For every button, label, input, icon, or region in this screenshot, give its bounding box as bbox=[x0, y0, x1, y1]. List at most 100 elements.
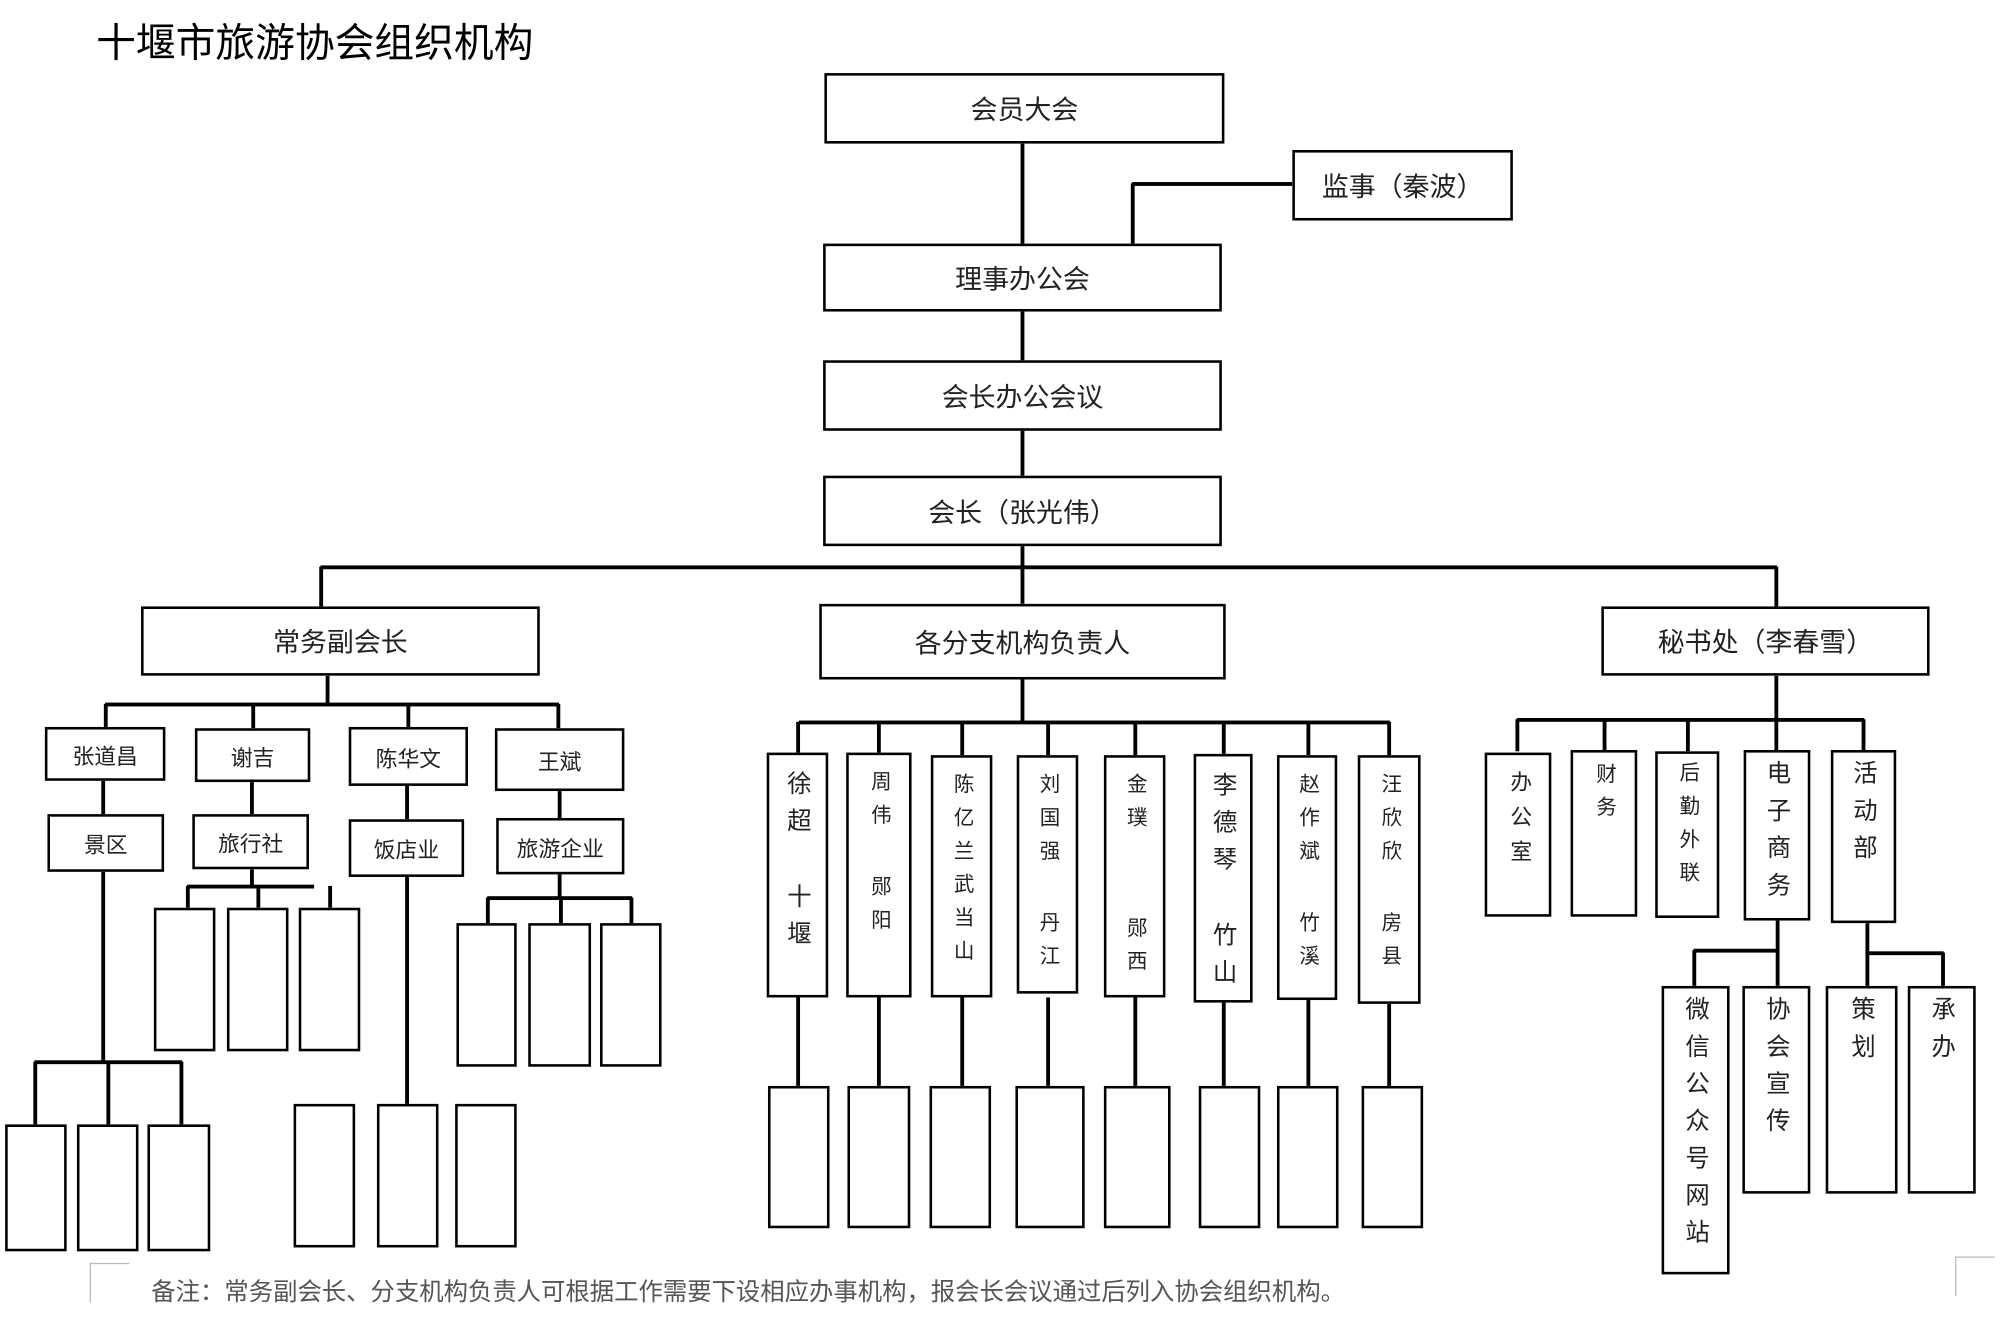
connector-line bbox=[558, 897, 563, 924]
connector-line bbox=[405, 785, 409, 820]
empty-box bbox=[528, 923, 592, 1067]
connector-line bbox=[103, 703, 108, 729]
empty-box bbox=[767, 1085, 830, 1229]
connector-line bbox=[1221, 721, 1226, 756]
connector-line bbox=[1046, 997, 1050, 1086]
branch-area: 竹溪 bbox=[1295, 911, 1320, 979]
empty-box bbox=[376, 1103, 439, 1248]
empty-box bbox=[600, 923, 662, 1067]
connector-line bbox=[325, 675, 329, 704]
empty-box bbox=[456, 923, 517, 1067]
connector-line bbox=[1516, 717, 1865, 722]
box-department: 电子商务 bbox=[1743, 750, 1811, 921]
box-activity-sub: 承办 bbox=[1907, 985, 1976, 1194]
box-branch: 赵作斌竹溪 bbox=[1276, 755, 1338, 1001]
box-member: 谢吉 bbox=[194, 728, 311, 783]
box-department: 活动部 bbox=[1830, 750, 1897, 924]
empty-box bbox=[298, 907, 361, 1052]
empty-box bbox=[1361, 1085, 1424, 1229]
empty-box bbox=[455, 1103, 517, 1248]
connector-line bbox=[187, 884, 315, 888]
connector-line bbox=[1046, 721, 1050, 756]
connector-line bbox=[960, 721, 964, 756]
connector-line bbox=[101, 780, 105, 815]
box-department: 财务 bbox=[1570, 750, 1638, 917]
box-supervisor: 监事（秦波） bbox=[1292, 150, 1513, 221]
empty-box bbox=[153, 907, 216, 1052]
branch-name: 刘国强 bbox=[1035, 773, 1061, 874]
box-branch: 周伟郧阳 bbox=[846, 752, 912, 998]
empty-box bbox=[5, 1124, 67, 1252]
box-sector: 旅行社 bbox=[192, 814, 309, 870]
department-label: 办公室 bbox=[1505, 770, 1531, 875]
chart-title: 十堰市旅游协会组织机构 bbox=[96, 20, 534, 67]
connector-line bbox=[1306, 721, 1310, 756]
branch-area: 武当山 bbox=[950, 873, 975, 974]
connector-line bbox=[251, 703, 255, 729]
connector-line bbox=[876, 721, 881, 756]
connector-line bbox=[556, 703, 560, 729]
empty-box bbox=[847, 1085, 911, 1229]
branch-name: 金璞 bbox=[1123, 773, 1148, 840]
page-corner-mark bbox=[1955, 1256, 1995, 1297]
branch-name: 李德琴 bbox=[1209, 771, 1238, 884]
branch-name: 徐超 bbox=[783, 770, 812, 845]
connector-line bbox=[629, 897, 633, 924]
connector-line bbox=[33, 1061, 37, 1125]
connector-line bbox=[185, 885, 190, 908]
connector-line bbox=[1132, 182, 1293, 186]
connector-line bbox=[1221, 997, 1226, 1086]
connector-line bbox=[557, 791, 561, 818]
branch-area: 竹山 bbox=[1209, 921, 1238, 997]
branch-area: 房县 bbox=[1377, 911, 1402, 979]
empty-box bbox=[226, 907, 289, 1052]
page-corner-mark bbox=[89, 1262, 130, 1303]
connector-line bbox=[328, 885, 332, 908]
connector-line bbox=[1775, 920, 1779, 986]
box-sector: 旅游企业 bbox=[496, 817, 625, 875]
connector-line bbox=[1774, 566, 1778, 607]
department-label: 活动部 bbox=[1849, 760, 1878, 872]
connector-line bbox=[798, 720, 1390, 724]
connector-line bbox=[319, 566, 323, 607]
box-branch: 金璞郧西 bbox=[1103, 755, 1166, 998]
connector-line bbox=[105, 702, 559, 706]
box-president: 会长（张光伟） bbox=[823, 475, 1222, 547]
connector-line bbox=[1387, 997, 1391, 1086]
empty-box bbox=[147, 1124, 211, 1252]
connector-line bbox=[179, 1061, 183, 1125]
connector-line bbox=[1130, 183, 1135, 244]
connector-line bbox=[1693, 948, 1779, 952]
connector-line bbox=[320, 565, 1777, 569]
connector-line bbox=[1387, 721, 1391, 756]
empty-box bbox=[293, 1103, 356, 1248]
empty-box bbox=[1103, 1085, 1171, 1229]
connector-line bbox=[1866, 951, 1944, 955]
box-ecommerce-sub: 微信公众号网站 bbox=[1661, 985, 1730, 1275]
empty-box bbox=[929, 1085, 992, 1229]
box-member: 陈华文 bbox=[348, 726, 468, 786]
branch-area: 丹江 bbox=[1035, 911, 1061, 979]
connector-line bbox=[101, 871, 105, 1062]
connector-line bbox=[557, 874, 561, 898]
sub-label: 微信公众号网站 bbox=[1681, 996, 1710, 1257]
empty-box bbox=[76, 1124, 139, 1252]
connector-line bbox=[485, 897, 490, 924]
sub-label: 协会宣传 bbox=[1762, 996, 1791, 1145]
empty-box bbox=[1015, 1085, 1085, 1229]
connector-line bbox=[960, 997, 964, 1086]
box-activity-sub: 策划 bbox=[1825, 985, 1898, 1194]
connector-line bbox=[796, 721, 800, 756]
connector-line bbox=[1133, 997, 1137, 1086]
box-ecommerce-sub: 协会宣传 bbox=[1742, 985, 1811, 1194]
box-branch: 陈亿兰武当山 bbox=[930, 755, 993, 998]
connector-line bbox=[405, 876, 409, 1107]
connector-line bbox=[876, 997, 881, 1086]
connector-line bbox=[1774, 719, 1778, 752]
branch-area: 十堰 bbox=[783, 883, 812, 958]
empty-box bbox=[1198, 1085, 1261, 1229]
sub-label: 承办 bbox=[1927, 996, 1956, 1071]
connector-line bbox=[1602, 719, 1606, 752]
connector-line bbox=[1685, 719, 1690, 752]
box-branch: 徐超十堰 bbox=[766, 752, 829, 998]
